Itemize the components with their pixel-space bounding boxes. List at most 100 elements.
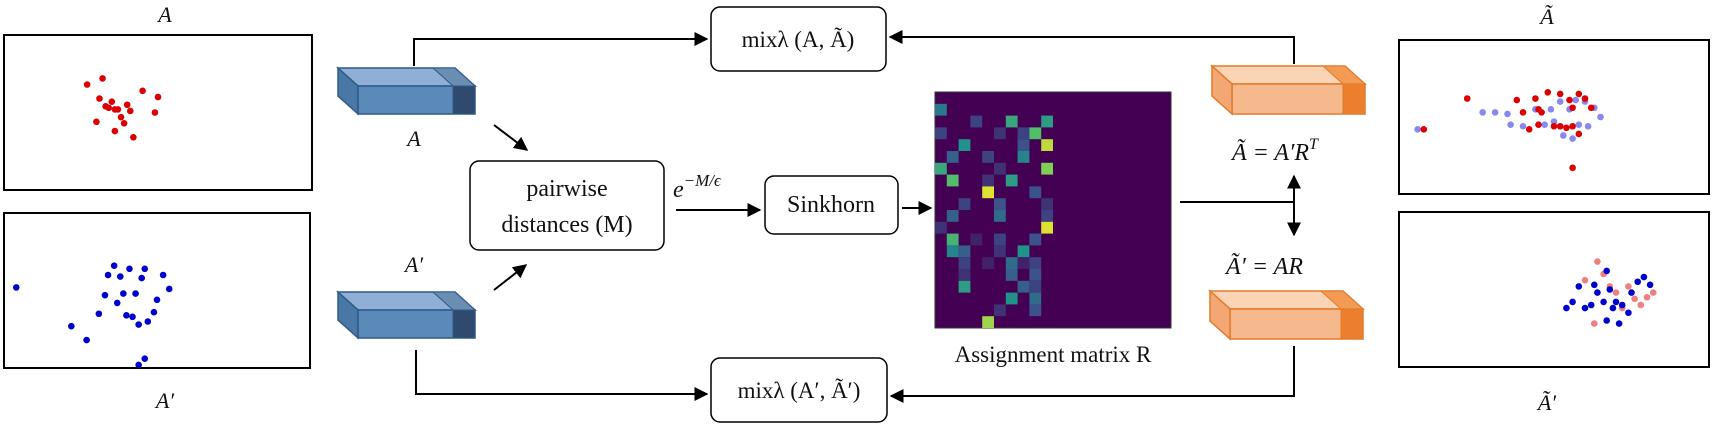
point-A-12 <box>130 134 137 141</box>
point-A-tilde-light-9 <box>1550 118 1558 125</box>
point-A-tilde-light-0 <box>1414 126 1421 133</box>
matrix-cell-18 <box>982 174 994 187</box>
matrix-cell-8 <box>958 139 971 151</box>
point-A-tilde-prime-14 <box>1628 289 1635 296</box>
point-A-tilde-light-7 <box>1541 121 1548 128</box>
matrix-cell-26 <box>1041 210 1053 222</box>
label-block-A-prime: A′ <box>403 252 424 277</box>
point-A-tilde-19 <box>1587 104 1595 112</box>
points-A-tilde <box>1414 89 1604 172</box>
matrix-cell-19 <box>1005 174 1018 187</box>
point-A-tilde-light-8 <box>1547 106 1555 113</box>
matrix-cell-27 <box>994 210 1006 222</box>
point-A-tilde-21 <box>1569 164 1576 172</box>
point-A-prime-16 <box>144 318 152 325</box>
point-A-tilde-prime-12 <box>1618 301 1626 309</box>
point-A-tilde-light-15 <box>1584 122 1592 130</box>
matrix-cell-20 <box>982 186 994 199</box>
point-A-tilde-prime-light-6 <box>1625 283 1632 290</box>
label-A-prime-bottom: A′ <box>154 388 175 413</box>
matrix-cell-22 <box>958 198 971 210</box>
matrix-cell-33 <box>1029 233 1042 246</box>
point-A-15 <box>154 93 162 101</box>
block-A-tilde <box>1210 64 1367 116</box>
point-A-tilde-prime-17 <box>1646 281 1654 289</box>
point-A-tilde-prime-13 <box>1625 309 1632 317</box>
point-A-tilde-15 <box>1566 96 1573 104</box>
point-A-tilde-20 <box>1575 130 1583 138</box>
matrix-cell-17 <box>946 174 959 187</box>
point-A-tilde-light-13 <box>1575 121 1583 128</box>
point-A-tilde-light-3 <box>1504 110 1511 118</box>
matrix-cell-1 <box>970 115 983 128</box>
point-A-tilde-prime-10 <box>1609 304 1617 312</box>
matrix-cell-0 <box>935 103 947 116</box>
point-A-prime-6 <box>110 262 118 270</box>
label-A-tilde-prime-bottom: Ã′ <box>1536 390 1557 415</box>
point-A-prime-19 <box>159 271 167 279</box>
matrix-cell-47 <box>1017 280 1030 293</box>
matrix-cell-35 <box>958 245 971 258</box>
matrix-cell-52 <box>1029 304 1042 317</box>
point-A-tilde-11 <box>1556 122 1564 130</box>
point-A-1 <box>93 118 100 126</box>
block-A <box>336 66 477 116</box>
point-A-0 <box>83 81 91 88</box>
point-A-tilde-light-18 <box>1560 132 1567 139</box>
matrix-cell-13 <box>1017 151 1030 163</box>
point-A-11 <box>126 107 134 115</box>
matrix-cell-10 <box>1041 139 1053 151</box>
points-A <box>83 75 162 141</box>
label-A-tilde-top: Ã <box>1538 4 1554 29</box>
point-A-prime-13 <box>135 321 142 328</box>
matrix-cell-53 <box>982 316 994 328</box>
assignment-label: Assignment matrix R <box>955 342 1152 367</box>
mix-top-label: mixλ (A, Ã) <box>742 27 855 52</box>
point-A-4 <box>105 104 113 112</box>
pairwise-line2: distances (M) <box>501 212 632 238</box>
matrix-cell-7 <box>1029 127 1042 140</box>
matrix-cell-24 <box>1041 198 1053 210</box>
matrix-cell-34 <box>946 245 959 258</box>
point-A-prime-12 <box>132 290 139 297</box>
point-A-tilde-prime-light-11 <box>1591 320 1598 327</box>
point-A-5 <box>108 98 116 105</box>
panel-A-tilde-prime <box>1398 211 1710 368</box>
point-A-prime-21 <box>135 361 142 369</box>
point-A-tilde-8 <box>1538 109 1545 116</box>
point-A-prime-20 <box>165 285 173 293</box>
point-A-tilde-prime-2 <box>1575 283 1583 290</box>
matrix-cell-2 <box>1005 115 1018 128</box>
point-A-9 <box>117 113 125 121</box>
matrix-cell-4 <box>935 127 947 140</box>
label-A-top: A <box>156 2 172 27</box>
tilde-A-prime-equation: Ã′ = AR <box>1224 253 1303 280</box>
panel-A-prime <box>3 212 311 369</box>
matrix-cell-45 <box>1029 269 1042 281</box>
connectors <box>413 30 1301 403</box>
point-A-tilde-prime-light-8 <box>1637 301 1645 309</box>
point-A-tilde-prime-19 <box>1612 298 1620 306</box>
point-A-tilde-prime-light-10 <box>1649 289 1657 296</box>
matrix-cell-11 <box>946 151 959 163</box>
label-block-A: A <box>405 126 421 151</box>
points-A-tilde-prime <box>1563 258 1657 327</box>
point-A-tilde-14 <box>1556 90 1564 98</box>
point-A-tilde-5 <box>1532 95 1539 102</box>
matrix-cell-9 <box>1017 139 1030 151</box>
point-A-tilde-12 <box>1563 124 1570 132</box>
matrix-cell-23 <box>994 198 1006 210</box>
matrix-cell-50 <box>1029 292 1042 305</box>
matrix-cell-15 <box>994 162 1006 175</box>
matrix-cell-29 <box>1041 221 1053 234</box>
matrix-cell-14 <box>935 162 947 175</box>
point-A-prime-18 <box>153 296 161 304</box>
matrix-cell-32 <box>994 233 1006 246</box>
matrix-cell-51 <box>994 304 1006 317</box>
matrix-cell-30 <box>946 233 959 246</box>
point-A-17 <box>96 95 103 102</box>
sinkhorn-box <box>764 175 899 235</box>
matrix-cell-21 <box>1029 186 1042 199</box>
mix-bottom-label: mixλ (A′, Ã′) <box>738 378 861 403</box>
pairwise-distances-box <box>469 160 665 251</box>
